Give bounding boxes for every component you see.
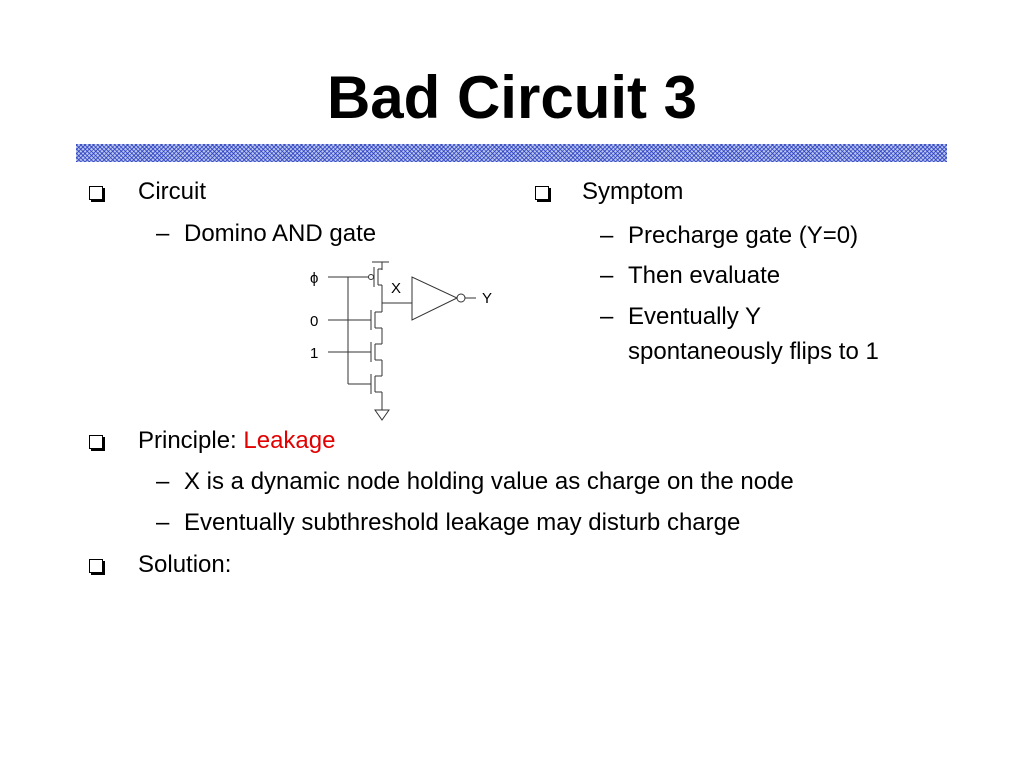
symptom-subitem: Then evaluate [628,262,781,289]
input-0-label: 0 [310,313,318,330]
dash-bullet-icon: – [600,303,614,330]
solution-heading: Solution: [138,551,232,578]
dash-bullet-icon: – [600,222,614,249]
checkbox-bullet-icon [89,186,103,200]
slide-title: Bad Circuit 3 [326,64,698,131]
dash-bullet-icon: – [156,509,170,536]
principle-heading: Principle: Leakage [138,427,335,455]
symptom-heading: Symptom [582,178,684,205]
circuit-subitem: Domino AND gate [184,220,377,247]
symptom-subitem: Eventually Y [628,303,761,330]
node-x-label: X [391,280,401,297]
dash-bullet-icon: – [600,262,614,289]
domino-and-gate-diagram: ϕ 0 1 X Y [310,261,492,421]
principle-subitem: X is a dynamic node holding value as cha… [184,468,794,495]
phi-input-label: ϕ [310,270,318,287]
checkbox-bullet-icon [89,435,103,449]
checkbox-bullet-icon [89,559,103,573]
symptom-subitem: Precharge gate (Y=0) [628,222,859,249]
principle-subitem: Eventually subthreshold leakage may dist… [184,509,741,536]
dash-bullet-icon: – [156,468,170,495]
output-y-label: Y [482,290,492,307]
circuit-heading: Circuit [138,178,207,205]
checkbox-bullet-icon [535,186,549,200]
principle-label: Principle: [138,427,244,454]
title-divider [76,144,947,162]
input-1-label: 1 [310,345,318,362]
principle-highlight: Leakage [243,427,336,454]
dash-bullet-icon: – [156,220,170,247]
symptom-subitem-continuation: spontaneously flips to 1 [628,338,879,365]
